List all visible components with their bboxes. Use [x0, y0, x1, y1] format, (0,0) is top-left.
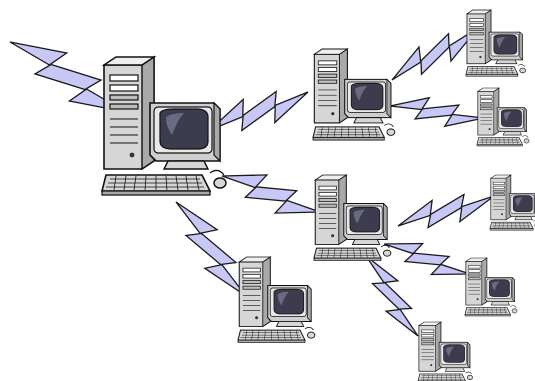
lightning-bolt-icon	[222, 175, 320, 213]
lightning-bolt-icon	[176, 202, 246, 296]
desktop-computer-icon	[102, 57, 226, 195]
computers	[102, 10, 535, 381]
lightning-bolt-icon	[398, 195, 494, 228]
desktop-computer-icon	[466, 10, 526, 76]
desktop-computer-icon	[477, 88, 529, 146]
lightning-bolt-icon	[392, 28, 478, 80]
desktop-computer-icon	[313, 49, 395, 140]
desktop-computer-icon	[465, 258, 517, 316]
lightning-bolt-icon	[366, 256, 418, 336]
lightning-bolt-icon	[384, 244, 470, 275]
desktop-computer-icon	[490, 175, 535, 230]
desktop-computer-icon	[418, 322, 473, 381]
lightning-bolt-icon	[210, 92, 308, 131]
desktop-computer-icon	[314, 175, 391, 261]
desktop-computer-icon	[238, 257, 315, 343]
lightning-bolt-icon	[390, 98, 484, 127]
